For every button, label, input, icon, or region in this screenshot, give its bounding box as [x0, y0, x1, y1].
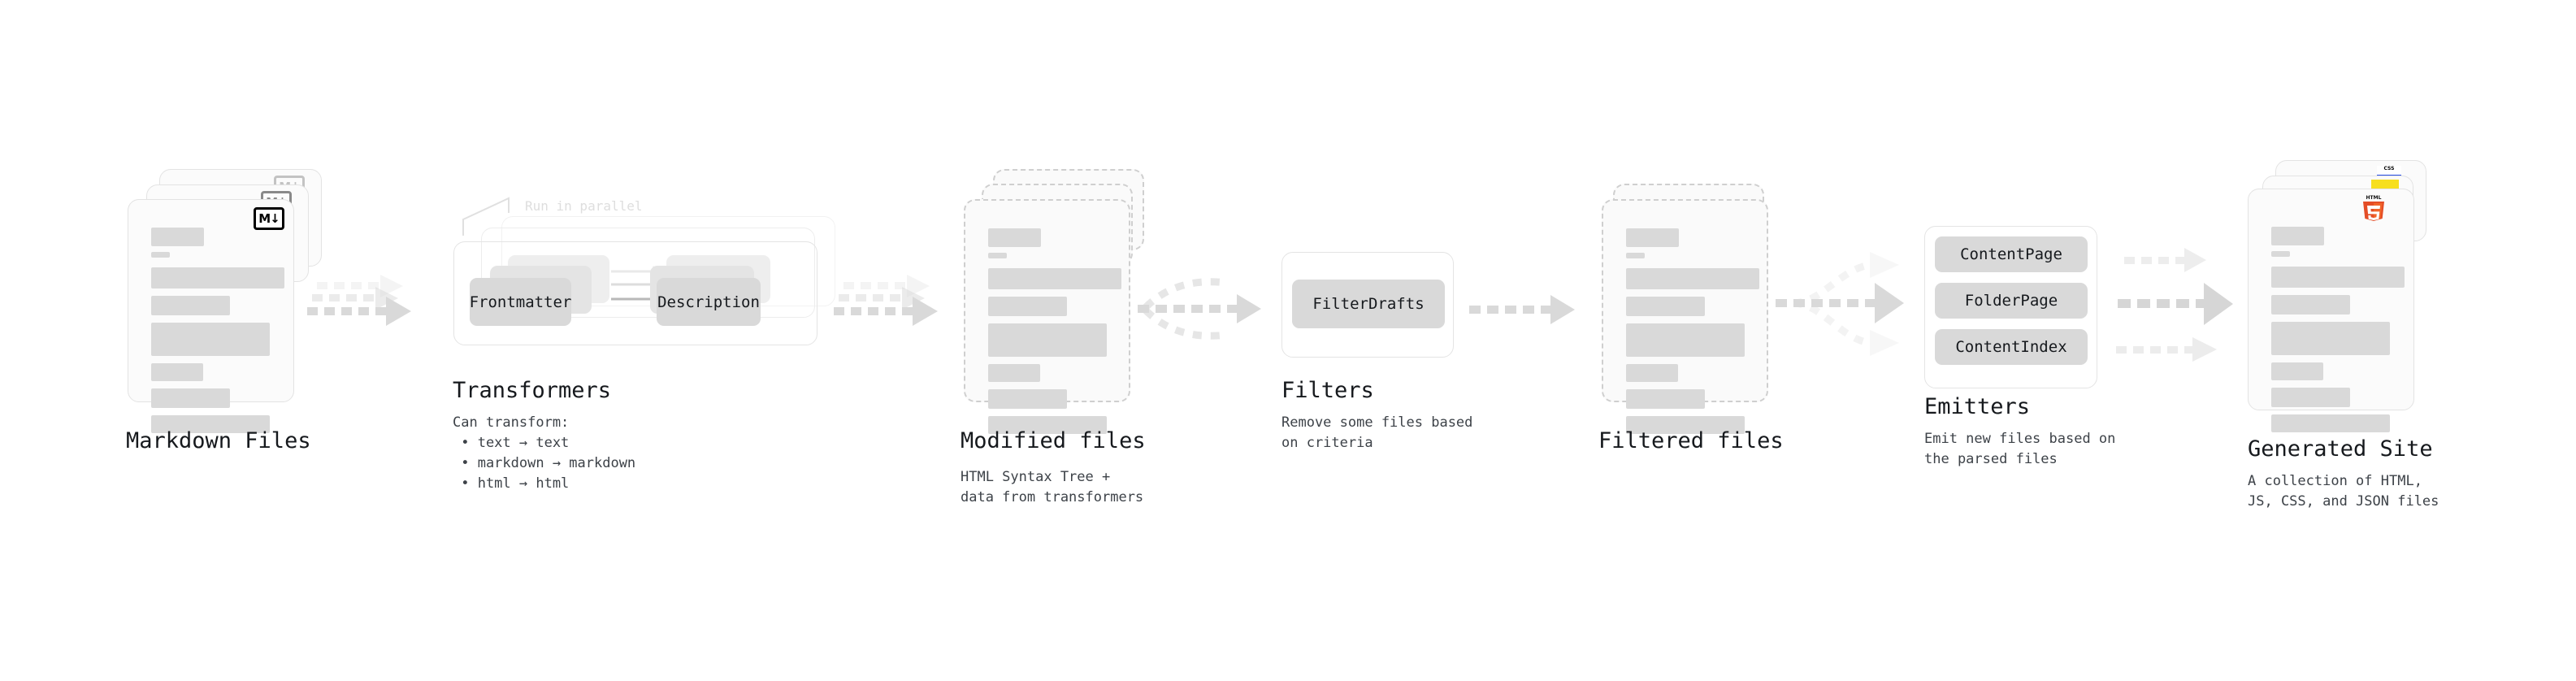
emitters-title: Emitters — [1924, 394, 2031, 419]
transformer-node-description[interactable]: Description — [657, 278, 761, 326]
transformer-node-frontmatter[interactable]: Frontmatter — [470, 278, 571, 326]
modified-files-title: Modified files — [961, 428, 1146, 453]
placeholder-line — [151, 363, 203, 381]
placeholder-line — [2271, 295, 2350, 314]
placeholder-line — [988, 253, 1007, 258]
placeholder-line — [151, 296, 230, 315]
placeholder-line — [151, 323, 270, 356]
placeholder-line — [1626, 268, 1759, 289]
transformers-title: Transformers — [453, 378, 612, 403]
javascript-icon — [2371, 180, 2399, 190]
filter-node-filterdrafts[interactable]: FilterDrafts — [1292, 280, 1445, 328]
filtered-files-title: Filtered files — [1598, 428, 1784, 453]
markdown-card-front — [128, 199, 294, 433]
arrow-right-icon-6 — [2113, 234, 2251, 372]
placeholder-line — [151, 252, 170, 258]
modified-card-front — [964, 199, 1130, 434]
filters-title: Filters — [1281, 378, 1374, 403]
placeholder-line — [151, 388, 230, 408]
placeholder-line — [988, 297, 1067, 316]
arrow-right-icon-4 — [1469, 294, 1575, 327]
placeholder-line — [151, 415, 270, 433]
placeholder-line — [988, 228, 1041, 247]
markdown-placeholder-lines — [151, 228, 284, 440]
emitters-subtitle: Emit new files based on the parsed files — [1924, 431, 2116, 467]
filters-subtitle: Remove some files based on criteria — [1281, 414, 1473, 451]
emitter-node-folderpage[interactable]: FolderPage — [1935, 283, 2088, 319]
placeholder-line — [988, 389, 1067, 409]
site-placeholder-lines — [2271, 217, 2405, 440]
placeholder-line — [151, 267, 284, 288]
emitter-node-contentpage[interactable]: ContentPage — [1935, 236, 2088, 272]
placeholder-line — [2271, 362, 2323, 380]
placeholder-line — [1626, 364, 1678, 382]
arrow-right-icon-3 — [1138, 268, 1284, 349]
html5-icon: HTML — [2361, 193, 2386, 221]
placeholder-line — [1626, 253, 1645, 258]
emitters-group — [1924, 226, 2097, 388]
markdown-icon: M↓ — [254, 207, 284, 230]
modified-placeholder-lines — [988, 228, 1121, 441]
run-in-parallel-label: Run in parallel — [525, 198, 643, 214]
filters-group — [1281, 252, 1454, 358]
placeholder-line — [1626, 323, 1745, 357]
placeholder-line — [1626, 297, 1705, 316]
placeholder-line — [1626, 416, 1745, 434]
placeholder-line — [2271, 322, 2390, 355]
generated-site-title: Generated Site — [2248, 436, 2433, 462]
placeholder-line — [988, 416, 1107, 434]
placeholder-line — [988, 323, 1107, 357]
filtered-card-front — [1602, 199, 1768, 434]
svg-text:HTML: HTML — [2366, 195, 2382, 201]
generated-site-subtitle: A collection of HTML, JS, CSS, and JSON … — [2248, 473, 2439, 510]
filtered-placeholder-lines — [1626, 228, 1759, 441]
placeholder-line — [2271, 414, 2390, 432]
transformers-group-back-1 — [481, 228, 815, 318]
transformers-subtitle: Can transform: • text → text • markdown … — [453, 414, 636, 492]
placeholder-line — [2271, 227, 2324, 245]
modified-files-subtitle: HTML Syntax Tree + data from transformer… — [961, 469, 1144, 505]
placeholder-line — [151, 228, 204, 246]
site-card-front — [2248, 189, 2414, 432]
placeholder-line — [988, 364, 1040, 382]
arrow-right-icon-2 — [834, 275, 939, 331]
placeholder-line — [2271, 251, 2290, 257]
arrow-right-icon-5 — [1776, 234, 1922, 372]
placeholder-line — [2271, 388, 2350, 407]
emitter-node-contentindex[interactable]: ContentIndex — [1935, 329, 2088, 365]
transformers-group — [453, 241, 817, 345]
placeholder-line — [2271, 267, 2405, 288]
markdown-files-title: Markdown Files — [126, 428, 311, 453]
run-in-parallel-connector — [462, 195, 551, 237]
placeholder-line — [1626, 228, 1679, 247]
arrow-right-icon-1 — [307, 275, 413, 331]
placeholder-line — [988, 268, 1121, 289]
placeholder-line — [1626, 389, 1705, 409]
